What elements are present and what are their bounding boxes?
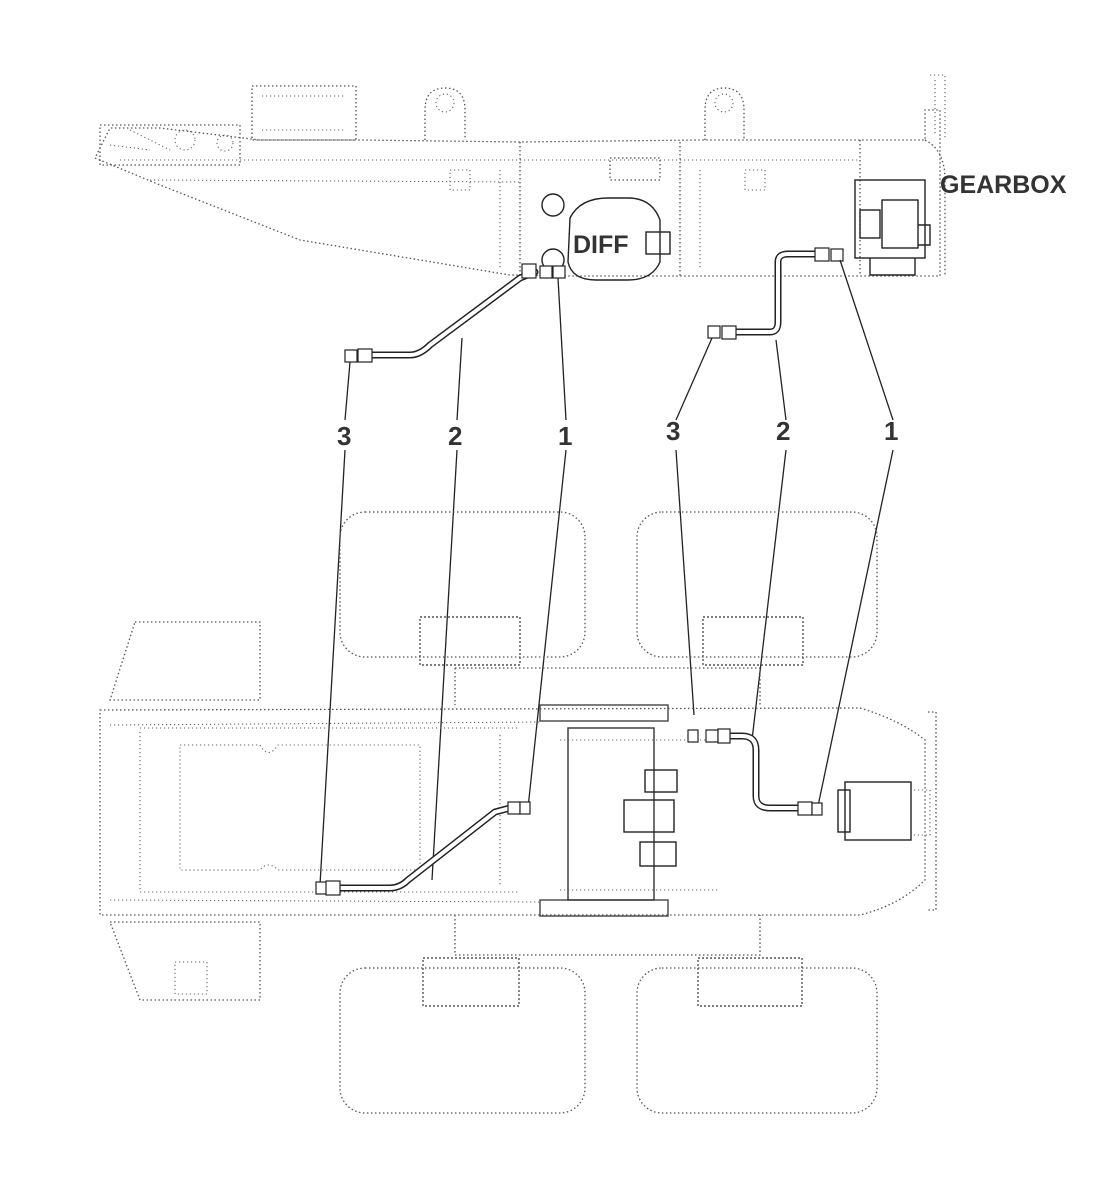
callout-right-1: 1 — [884, 416, 898, 446]
gearbox-label: GEARBOX — [940, 171, 1067, 199]
fitting — [357, 348, 373, 363]
lower-gearbox — [837, 781, 931, 841]
callout-left-1: 1 — [558, 421, 572, 451]
fitting — [552, 265, 566, 279]
fitting — [830, 248, 844, 262]
fitting — [717, 728, 731, 744]
callout-left-3: 3 — [337, 421, 351, 451]
fitting — [507, 801, 521, 815]
callout-left-2: 2 — [448, 421, 462, 451]
upper-chassis-side-view: DIFF GEARBOX — [94, 74, 1067, 281]
callout-right-2: 2 — [776, 416, 790, 446]
fitting — [811, 802, 823, 816]
diff-label: DIFF — [573, 231, 629, 259]
callout-right-3: 3 — [666, 416, 680, 446]
fitting — [721, 325, 737, 340]
gearbox — [854, 179, 931, 276]
fitting — [519, 801, 531, 815]
fitting — [687, 729, 699, 743]
fitting — [539, 265, 553, 279]
callout-numbers: 3 2 1 3 2 1 — [337, 416, 898, 451]
fitting — [707, 325, 721, 339]
fitting — [521, 263, 537, 279]
upper-hoses — [344, 247, 844, 363]
fitting — [325, 880, 341, 896]
fitting — [344, 349, 358, 363]
diff-housing: DIFF — [541, 193, 671, 281]
lower-chassis-plan-view — [99, 511, 937, 1114]
fitting — [797, 801, 813, 816]
fitting — [705, 729, 719, 743]
fitting — [814, 247, 830, 262]
lower-hoses — [315, 728, 823, 896]
callout-leaders — [319, 259, 894, 886]
